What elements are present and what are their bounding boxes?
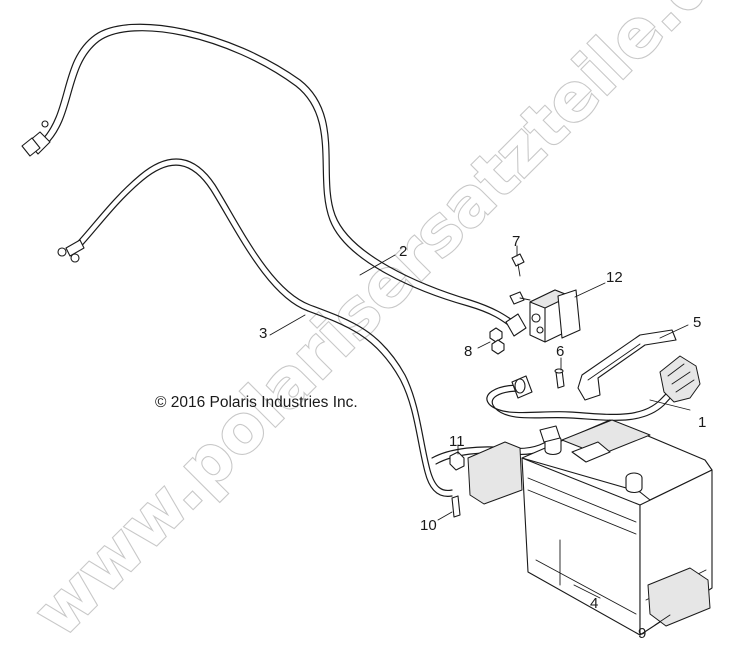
copyright-text: © 2016 Polaris Industries Inc.	[155, 394, 358, 411]
cable-1	[486, 355, 701, 421]
callout-2: 2	[399, 243, 407, 260]
callout-8: 8	[464, 343, 472, 360]
callout-5: 5	[693, 314, 701, 331]
solenoid-12	[529, 289, 581, 343]
callout-10: 10	[420, 517, 437, 534]
callout-4: 4	[590, 595, 598, 612]
bracket-5	[577, 329, 677, 401]
fastener-near-solenoid	[509, 291, 531, 305]
nuts-8	[489, 327, 505, 355]
callout-3: 3	[259, 325, 267, 342]
cable-2	[21, 23, 527, 337]
pad-9	[647, 567, 711, 627]
callout-labels: 1 2 3 4 5 6 7 8 9 10 11 12	[259, 233, 706, 642]
callout-7: 7	[512, 233, 520, 250]
screw-6	[554, 368, 565, 389]
callout-9: 9	[638, 625, 646, 642]
callout-6: 6	[556, 343, 564, 360]
callout-1: 1	[698, 414, 706, 431]
leader-lines	[269, 245, 691, 626]
callout-11: 11	[449, 433, 465, 450]
bolt-10	[451, 495, 461, 518]
callout-12: 12	[606, 269, 623, 286]
pad-left	[467, 441, 523, 505]
bolt-7	[511, 253, 525, 277]
